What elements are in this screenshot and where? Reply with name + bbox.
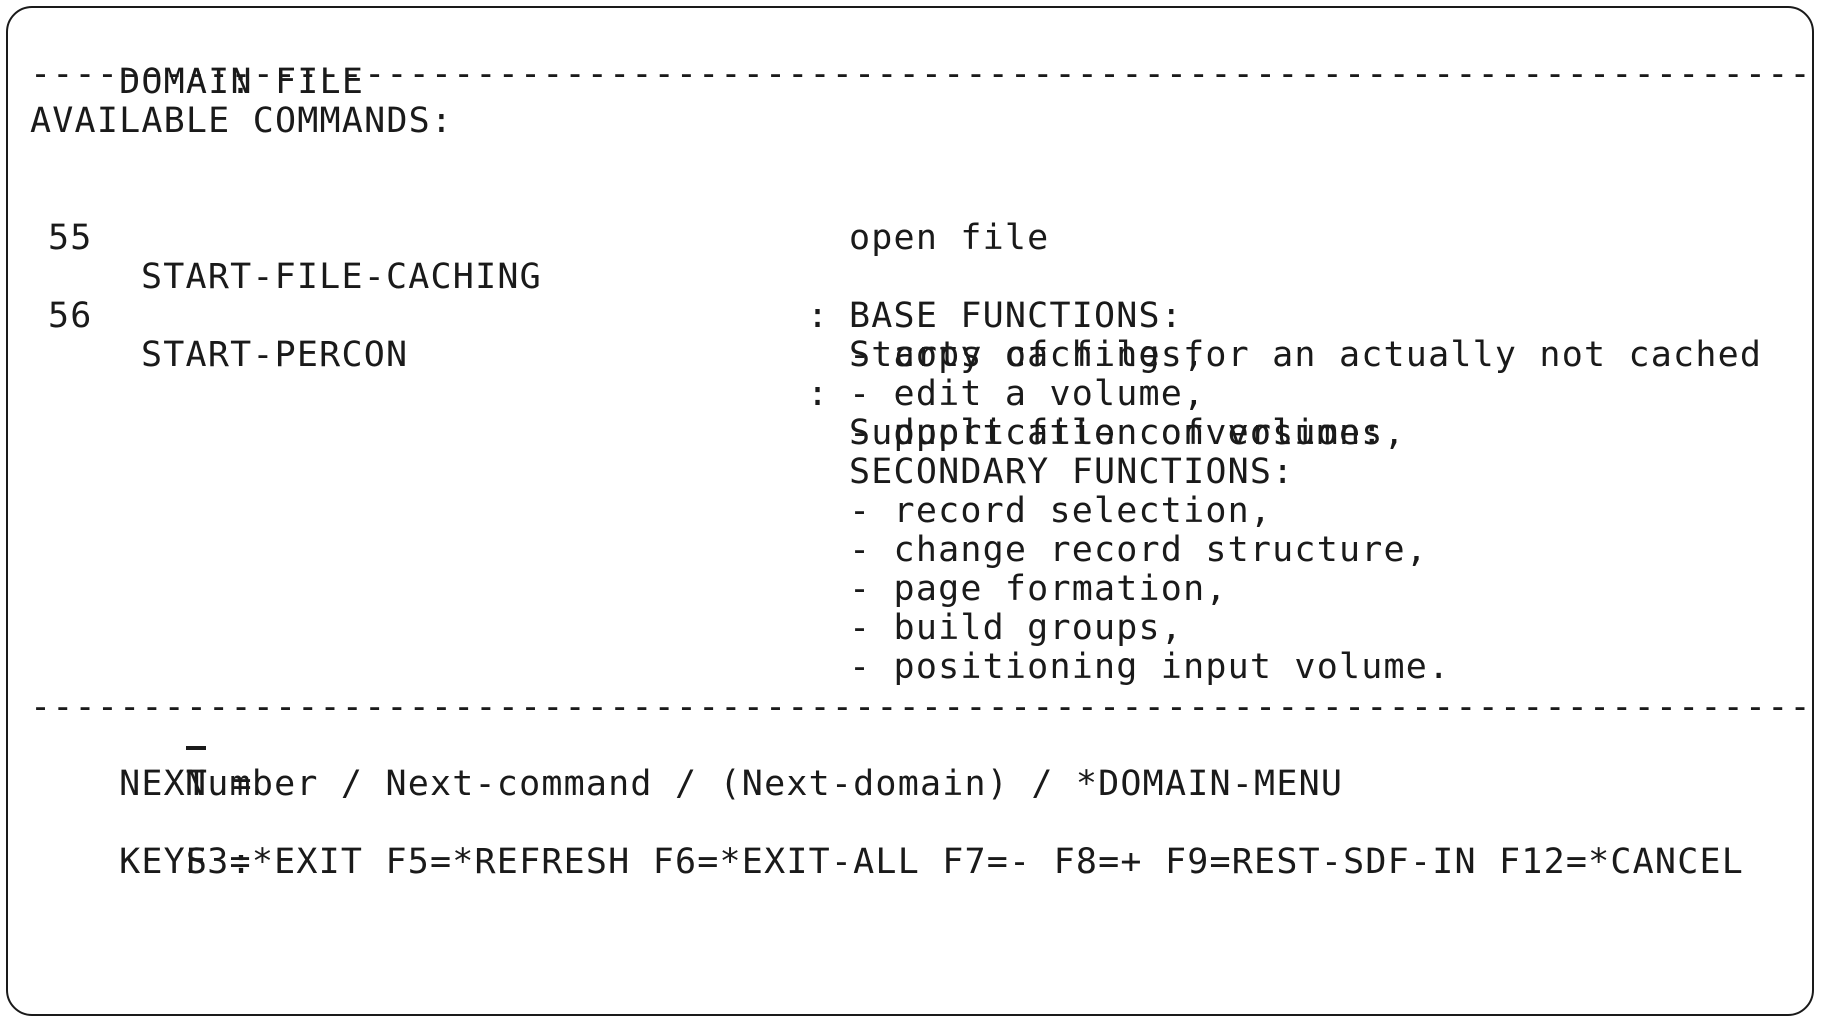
command-description-line: - edit a volume, — [849, 374, 1206, 414]
next-line: NEXT = — [30, 726, 293, 804]
terminal-screen: DOMAIN: FILE ----------------------------… — [6, 6, 1814, 1016]
command-description-line: Support file conversion: — [849, 413, 1384, 453]
command-colon: : — [807, 374, 830, 414]
command-description-line: - record selection, — [849, 491, 1273, 531]
command-row: 55 START-FILE-CACHING : Starts caching f… — [8, 180, 1812, 375]
command-description-line: - page formation, — [849, 569, 1228, 609]
command-description-line: - build groups, — [849, 608, 1184, 648]
cursor-icon — [186, 746, 206, 750]
keys-line: KEYS :F3=*EXIT F5=*REFRESH F6=*EXIT-ALL … — [30, 804, 1743, 882]
command-description-line: open file — [849, 218, 1050, 258]
keys-label: KEYS : — [119, 842, 253, 882]
top-separator: ----------------------------------------… — [30, 55, 1805, 94]
domain-line: DOMAIN: FILE — [30, 24, 363, 102]
section-title: AVAILABLE COMMANDS: — [30, 101, 454, 141]
command-colon: : — [807, 296, 830, 336]
command-number: 55 — [48, 218, 93, 258]
command-description-line: BASE FUNCTIONS: — [849, 296, 1184, 336]
domain-separator: : — [230, 62, 253, 102]
command-number: 56 — [48, 296, 93, 336]
function-keys[interactable]: F3=*EXIT F5=*REFRESH F6=*EXIT-ALL F7=- F… — [185, 842, 1745, 882]
command-description-line: - duplication of volumes, — [849, 413, 1406, 453]
domain-label: DOMAIN — [119, 62, 253, 102]
command-name: START-PERCON — [141, 335, 409, 375]
command-description-line: Starts caching for an actually not cache… — [849, 335, 1763, 375]
command-description-line: - copy of files, — [849, 335, 1206, 375]
bottom-separator: ----------------------------------------… — [30, 688, 1805, 727]
command-description-line: - positioning input volume. — [849, 647, 1451, 687]
command-name: START-FILE-CACHING — [141, 257, 542, 297]
next-hint: Number / Next-command / (Next-domain) / … — [185, 764, 1344, 804]
command-description-line: - change record structure, — [849, 530, 1429, 570]
domain-value: FILE — [275, 62, 365, 102]
command-row: 56 START-PERCON : Support file conversio… — [8, 258, 1812, 453]
next-label: NEXT = — [119, 764, 253, 804]
command-description-line: SECONDARY FUNCTIONS: — [849, 452, 1295, 492]
